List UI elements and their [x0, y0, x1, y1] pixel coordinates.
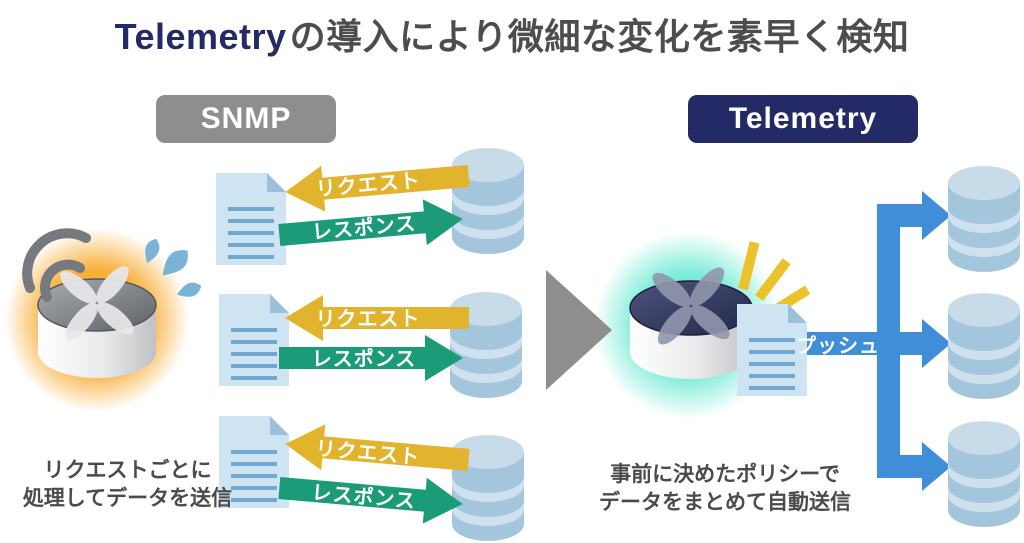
telemetry-badge: Telemetry: [688, 95, 918, 143]
snmp-caption: リクエストごとに 処理してデータを送信: [10, 457, 245, 512]
snmp-caption-line1: リクエストごとに: [43, 459, 212, 482]
database-icon: [948, 421, 1020, 527]
telemetry-caption-line2: データをまとめて自動送信: [599, 490, 851, 514]
push-arrow-label: プッシュ: [796, 335, 880, 358]
signal-arcs-icon: [22, 228, 91, 302]
sweat-drops-icon: [145, 238, 202, 297]
router-healthy-icon: [629, 267, 753, 379]
fan-blades-icon: [652, 267, 730, 345]
database-icon: [452, 148, 524, 254]
title-rest: の導入により微細な変化を素早く検知: [289, 16, 910, 57]
document-icon: [219, 294, 289, 386]
fan-blades-icon: [60, 266, 134, 340]
transition-arrow-icon: [546, 270, 612, 390]
snmp-badge: SNMP: [156, 95, 336, 143]
request-arrow-label: リクエスト: [315, 308, 421, 331]
document-icon: [216, 173, 286, 265]
telemetry-caption: 事前に決めたポリシーで データをまとめて自動送信: [575, 461, 875, 516]
response-arrow-label: レスポンス: [311, 348, 417, 371]
telemetry-caption-line1: 事前に決めたポリシーで: [610, 463, 840, 486]
page-title: Telemetryの導入により微細な変化を素早く検知: [0, 8, 1024, 60]
snmp-caption-line2: 処理してデータを送信: [22, 486, 233, 510]
title-brand: Telemetry: [114, 16, 287, 57]
router-overloaded-icon: [37, 266, 157, 378]
push-arrow: [798, 191, 951, 491]
database-icon: [948, 293, 1020, 399]
database-icon: [948, 166, 1020, 272]
